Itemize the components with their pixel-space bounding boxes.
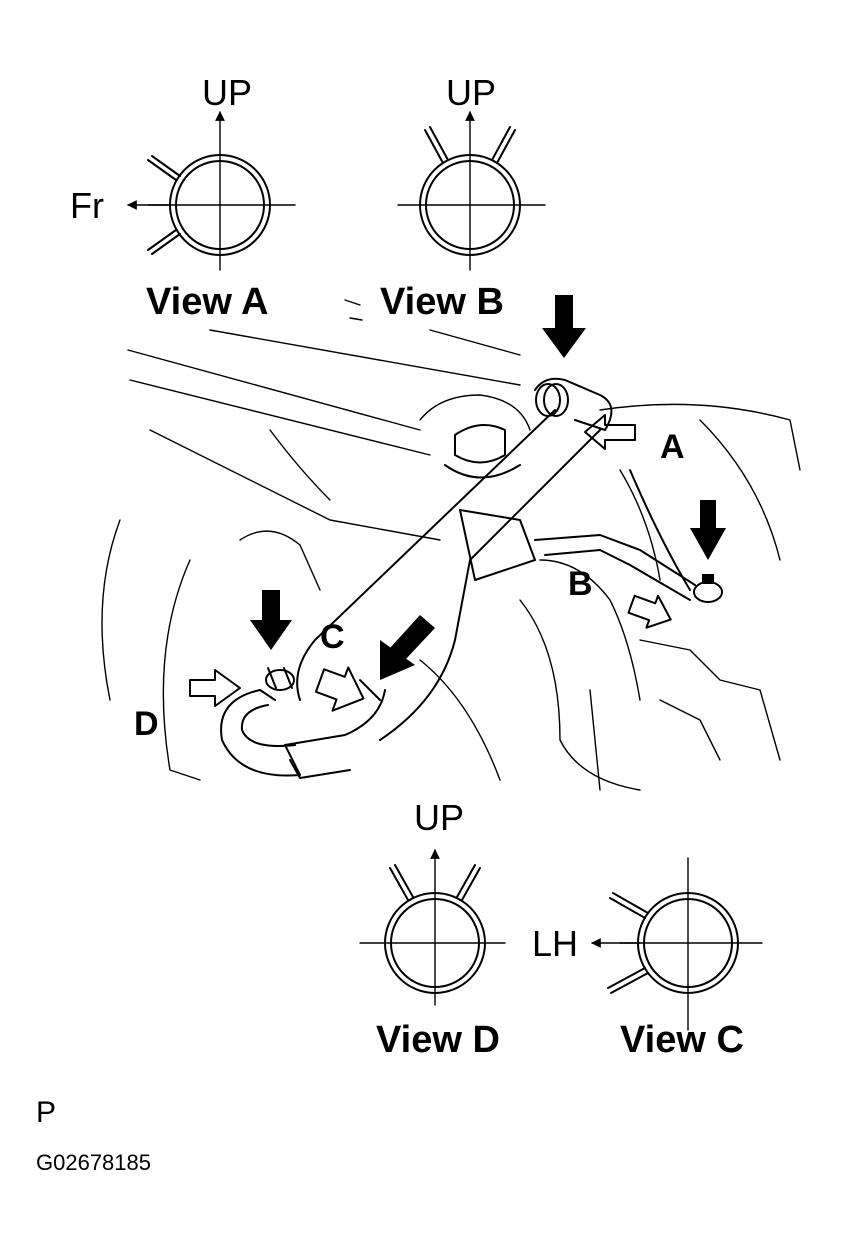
view-b-clamp-detail: UP View B	[380, 72, 546, 323]
view-c-clamp-tab-upper	[609, 892, 649, 919]
hose-sleeve	[459, 509, 536, 581]
hose-b-line	[629, 469, 691, 591]
view-a-hose-outer-circle	[169, 154, 271, 256]
callout-c: C	[320, 618, 345, 656]
view-a-hose-inner-circle	[175, 160, 265, 250]
hose-d-loop-inner	[240, 704, 296, 747]
view-a-direction-arrow	[584, 414, 636, 450]
callout-a: A	[660, 428, 685, 466]
engine-outline-line	[149, 429, 441, 541]
filler-cap-icon	[454, 424, 506, 464]
view-a-title: View A	[146, 281, 269, 323]
view-b-hose-outer-circle	[419, 154, 521, 256]
engine-outline-line	[127, 349, 421, 431]
main-hose-edge-lower	[379, 429, 601, 741]
clamp-c-tab	[359, 679, 381, 701]
engine-outline-line	[239, 530, 321, 591]
engine-outline-line	[209, 329, 521, 386]
view-b-title: View B	[380, 281, 504, 323]
view-d-hose-inner-circle	[390, 898, 480, 988]
engine-outline-line	[129, 379, 431, 456]
view-d-clamp-tab-left	[389, 864, 414, 901]
engine-outline-mark	[344, 299, 363, 321]
view-c-hose-outer-circle	[637, 892, 739, 994]
view-d-direction-arrow	[189, 669, 241, 707]
engine-outline-line	[101, 519, 121, 701]
view-a-up-label: UP	[202, 72, 252, 113]
view-a-fr-label: Fr	[70, 185, 104, 226]
clamp-a-coil	[543, 383, 569, 417]
view-b-clamp-tab-left	[424, 126, 449, 164]
hose-d-sleeve	[289, 759, 351, 779]
view-c-hose-inner-circle	[643, 898, 733, 988]
view-d-up-label: UP	[414, 797, 464, 838]
engine-hose-illustration: A B C D	[101, 295, 801, 791]
engine-outline-line	[599, 403, 801, 471]
view-c-clamp-detail: LH View C	[532, 857, 763, 1061]
view-a-clamp-tab-lower	[147, 229, 181, 255]
view-c-direction-arrow	[314, 666, 365, 712]
view-a-clamp-detail: UP Fr View A	[70, 72, 296, 323]
hose-d-loop-outer	[220, 689, 301, 777]
clamp-d-location-arrow	[250, 590, 292, 650]
section-code: P	[36, 1096, 56, 1129]
callout-d: D	[134, 705, 159, 743]
clamp-a-coil	[535, 383, 561, 417]
clamp-d-tabs	[267, 667, 293, 689]
filler-cap-base	[444, 464, 521, 479]
engine-outline-line	[429, 329, 521, 356]
view-d-clamp-tab-right	[456, 864, 481, 901]
view-d-title: View D	[376, 1019, 500, 1061]
view-d-clamp-detail: UP View D	[359, 797, 506, 1061]
clamp-c-location-arrow	[380, 615, 435, 680]
clamp-b-location-arrow	[690, 500, 726, 560]
callout-b: B	[568, 565, 593, 603]
view-b-clamp-tab-right	[491, 126, 516, 164]
view-c-lh-label: LH	[532, 923, 578, 964]
engine-outline-line	[619, 469, 661, 581]
view-b-up-label: UP	[446, 72, 496, 113]
engine-outline-line	[162, 559, 201, 781]
engine-outline-line	[519, 599, 641, 791]
engine-outline-line	[539, 559, 641, 701]
figure-id: G02678185	[36, 1150, 151, 1175]
clamp-b-coil	[693, 581, 723, 603]
hose-end-a	[534, 377, 613, 431]
main-hose-edge-upper	[296, 409, 556, 701]
clamp-a-location-arrow	[542, 295, 586, 358]
view-c-title: View C	[620, 1019, 744, 1061]
view-d-hose-outer-circle	[384, 892, 486, 994]
view-a-clamp-tab-upper	[147, 155, 181, 181]
hose-d-joint	[284, 689, 386, 746]
hose-b-branch	[534, 534, 696, 586]
filler-neck-outline	[419, 394, 531, 431]
view-c-clamp-tab-lower	[607, 967, 649, 994]
view-b-direction-arrow	[627, 594, 672, 629]
view-b-hose-inner-circle	[425, 160, 515, 250]
engine-outline-line	[269, 429, 331, 501]
clamp-d-coil	[265, 669, 295, 691]
engine-outline-line	[699, 419, 781, 561]
engine-outline-line	[639, 639, 781, 761]
engine-outline-line	[419, 659, 501, 781]
engine-outline-line	[589, 689, 601, 791]
clamp-b-tab	[702, 574, 714, 584]
engine-outline-line	[659, 699, 721, 761]
hose-b-branch	[544, 549, 691, 601]
